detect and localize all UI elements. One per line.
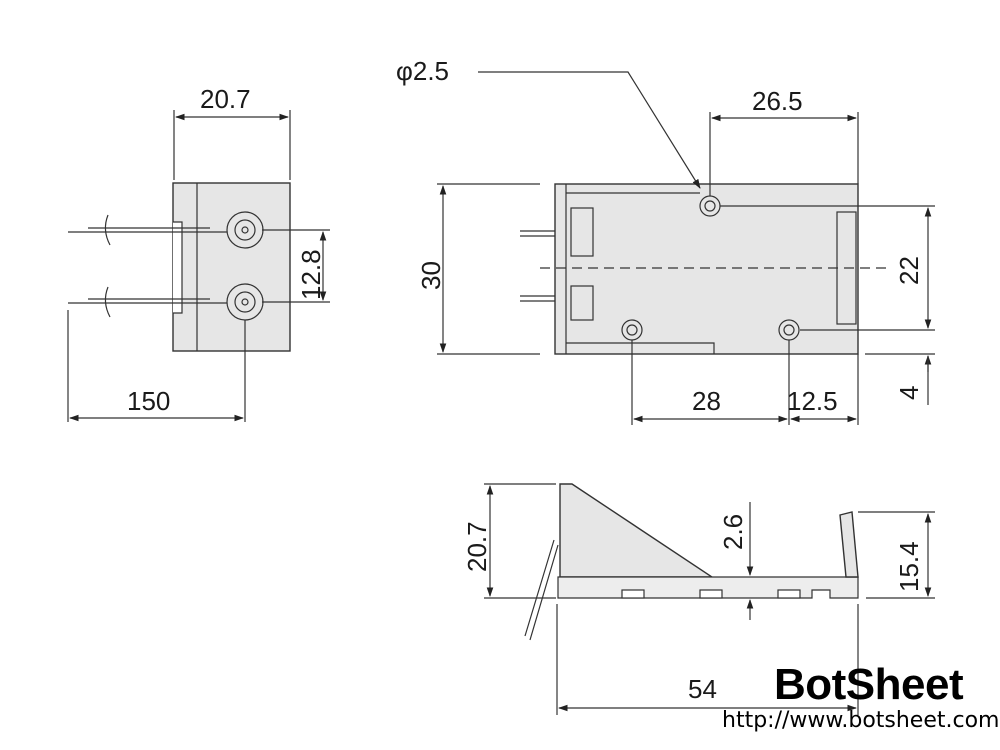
dim-body-height: 30: [416, 261, 446, 290]
dim-hole-diameter: φ2.5: [396, 56, 449, 86]
dim-overall-height: 20.7: [462, 521, 492, 572]
top-view: φ2.5 26.5 30 22 4 28 12.5: [396, 56, 935, 425]
front-body: [172, 182, 291, 352]
dim-hole-offset: 26.5: [752, 86, 803, 116]
side-view: 20.7 2.6 15.4 54: [462, 483, 935, 715]
side-flange: [839, 511, 859, 578]
watermark-brand: BotSheet: [774, 660, 964, 709]
dim-edge-offset-vertical: 4: [894, 386, 924, 400]
dim-edge-offset-horizontal: 12.5: [787, 386, 838, 416]
top-body: [554, 183, 859, 355]
dim-base-thickness: 2.6: [718, 514, 748, 550]
dim-front-width: 20.7: [200, 84, 251, 114]
lead-wires: [68, 214, 227, 318]
front-view: 20.7 12.8 150: [67, 84, 330, 422]
dim-flange-height: 15.4: [894, 541, 924, 592]
dim-hole-spacing-horizontal: 28: [692, 386, 721, 416]
dim-overall-length: 54: [688, 674, 717, 704]
watermark-url: http://www.botsheet.com: [722, 708, 1000, 733]
side-wedge: [559, 483, 715, 578]
dim-pin-pitch: 12.8: [296, 249, 326, 300]
dim-lead-length: 150: [127, 386, 170, 416]
dim-hole-spacing-vertical: 22: [894, 256, 924, 285]
